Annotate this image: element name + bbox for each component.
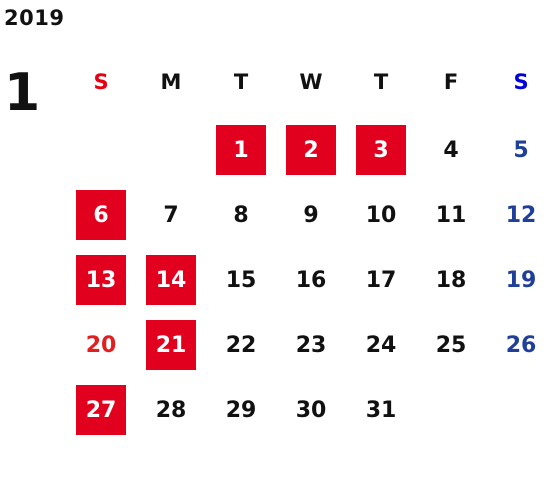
day-cell[interactable]: 9 — [276, 190, 346, 240]
day-cell[interactable]: 30 — [276, 385, 346, 435]
day-number: 3 — [373, 137, 389, 163]
day-number: 12 — [505, 202, 537, 228]
day-number: 17 — [365, 267, 397, 293]
day-number: 15 — [225, 267, 257, 293]
day-number: 20 — [85, 332, 117, 358]
day-number: 5 — [513, 137, 529, 163]
holiday-highlight — [76, 255, 126, 305]
weekday-header-sat: S — [513, 70, 529, 94]
day-number: 29 — [225, 397, 257, 423]
day-cell[interactable]: 8 — [206, 190, 276, 240]
day-number: 1 — [233, 137, 249, 163]
day-number: 9 — [303, 202, 319, 228]
day-cell[interactable]: 27 — [66, 385, 136, 435]
day-cell[interactable]: 17 — [346, 255, 416, 305]
weekday-header-thu: T — [373, 70, 389, 94]
weekday-header-wed: W — [299, 70, 323, 94]
day-cell[interactable]: 26 — [486, 320, 548, 370]
day-number: 14 — [155, 267, 187, 293]
weekday-header-sun: S — [93, 70, 109, 94]
holiday-highlight — [356, 125, 406, 175]
day-number: 16 — [295, 267, 327, 293]
day-cell[interactable]: 23 — [276, 320, 346, 370]
day-cell[interactable]: 24 — [346, 320, 416, 370]
holiday-highlight — [146, 320, 196, 370]
day-number: 25 — [435, 332, 467, 358]
month-number: 1 — [4, 63, 41, 123]
day-cell[interactable]: 21 — [136, 320, 206, 370]
day-cell[interactable]: 19 — [486, 255, 548, 305]
holiday-highlight — [216, 125, 266, 175]
day-cell[interactable]: 29 — [206, 385, 276, 435]
day-number: 30 — [295, 397, 327, 423]
day-cell[interactable]: 5 — [486, 125, 548, 175]
day-cell[interactable]: 11 — [416, 190, 486, 240]
holiday-highlight — [286, 125, 336, 175]
holiday-highlight — [76, 190, 126, 240]
day-cell[interactable]: 10 — [346, 190, 416, 240]
day-number: 21 — [155, 332, 187, 358]
weekday-header-mon: M — [160, 70, 182, 94]
day-cell[interactable]: 1 — [206, 125, 276, 175]
day-cell[interactable]: 31 — [346, 385, 416, 435]
year-label: 2019 — [4, 6, 65, 30]
day-number: 31 — [365, 397, 397, 423]
day-cell[interactable]: 18 — [416, 255, 486, 305]
day-cell[interactable]: 13 — [66, 255, 136, 305]
day-number: 24 — [365, 332, 397, 358]
day-cell[interactable]: 12 — [486, 190, 548, 240]
day-number: 7 — [163, 202, 179, 228]
day-cell[interactable]: 25 — [416, 320, 486, 370]
day-cell[interactable]: 6 — [66, 190, 136, 240]
day-number: 28 — [155, 397, 187, 423]
weekday-header-fri: F — [443, 70, 459, 94]
day-cell[interactable]: 16 — [276, 255, 346, 305]
day-number: 23 — [295, 332, 327, 358]
day-number: 19 — [505, 267, 537, 293]
day-number: 4 — [443, 137, 459, 163]
holiday-highlight — [76, 385, 126, 435]
day-number: 26 — [505, 332, 537, 358]
day-cell[interactable]: 2 — [276, 125, 346, 175]
day-number: 11 — [435, 202, 467, 228]
weekday-header-tue: T — [233, 70, 249, 94]
day-cell[interactable]: 7 — [136, 190, 206, 240]
day-cell[interactable]: 22 — [206, 320, 276, 370]
day-cell[interactable]: 28 — [136, 385, 206, 435]
day-cell[interactable]: 3 — [346, 125, 416, 175]
day-number: 13 — [85, 267, 117, 293]
day-number: 22 — [225, 332, 257, 358]
day-cell[interactable]: 15 — [206, 255, 276, 305]
day-number: 6 — [93, 202, 109, 228]
holiday-highlight — [146, 255, 196, 305]
day-number: 27 — [85, 397, 117, 423]
day-number: 8 — [233, 202, 249, 228]
day-cell[interactable]: 20 — [66, 320, 136, 370]
day-number: 10 — [365, 202, 397, 228]
day-number: 18 — [435, 267, 467, 293]
day-cell[interactable]: 4 — [416, 125, 486, 175]
day-number: 2 — [303, 137, 319, 163]
day-cell[interactable]: 14 — [136, 255, 206, 305]
